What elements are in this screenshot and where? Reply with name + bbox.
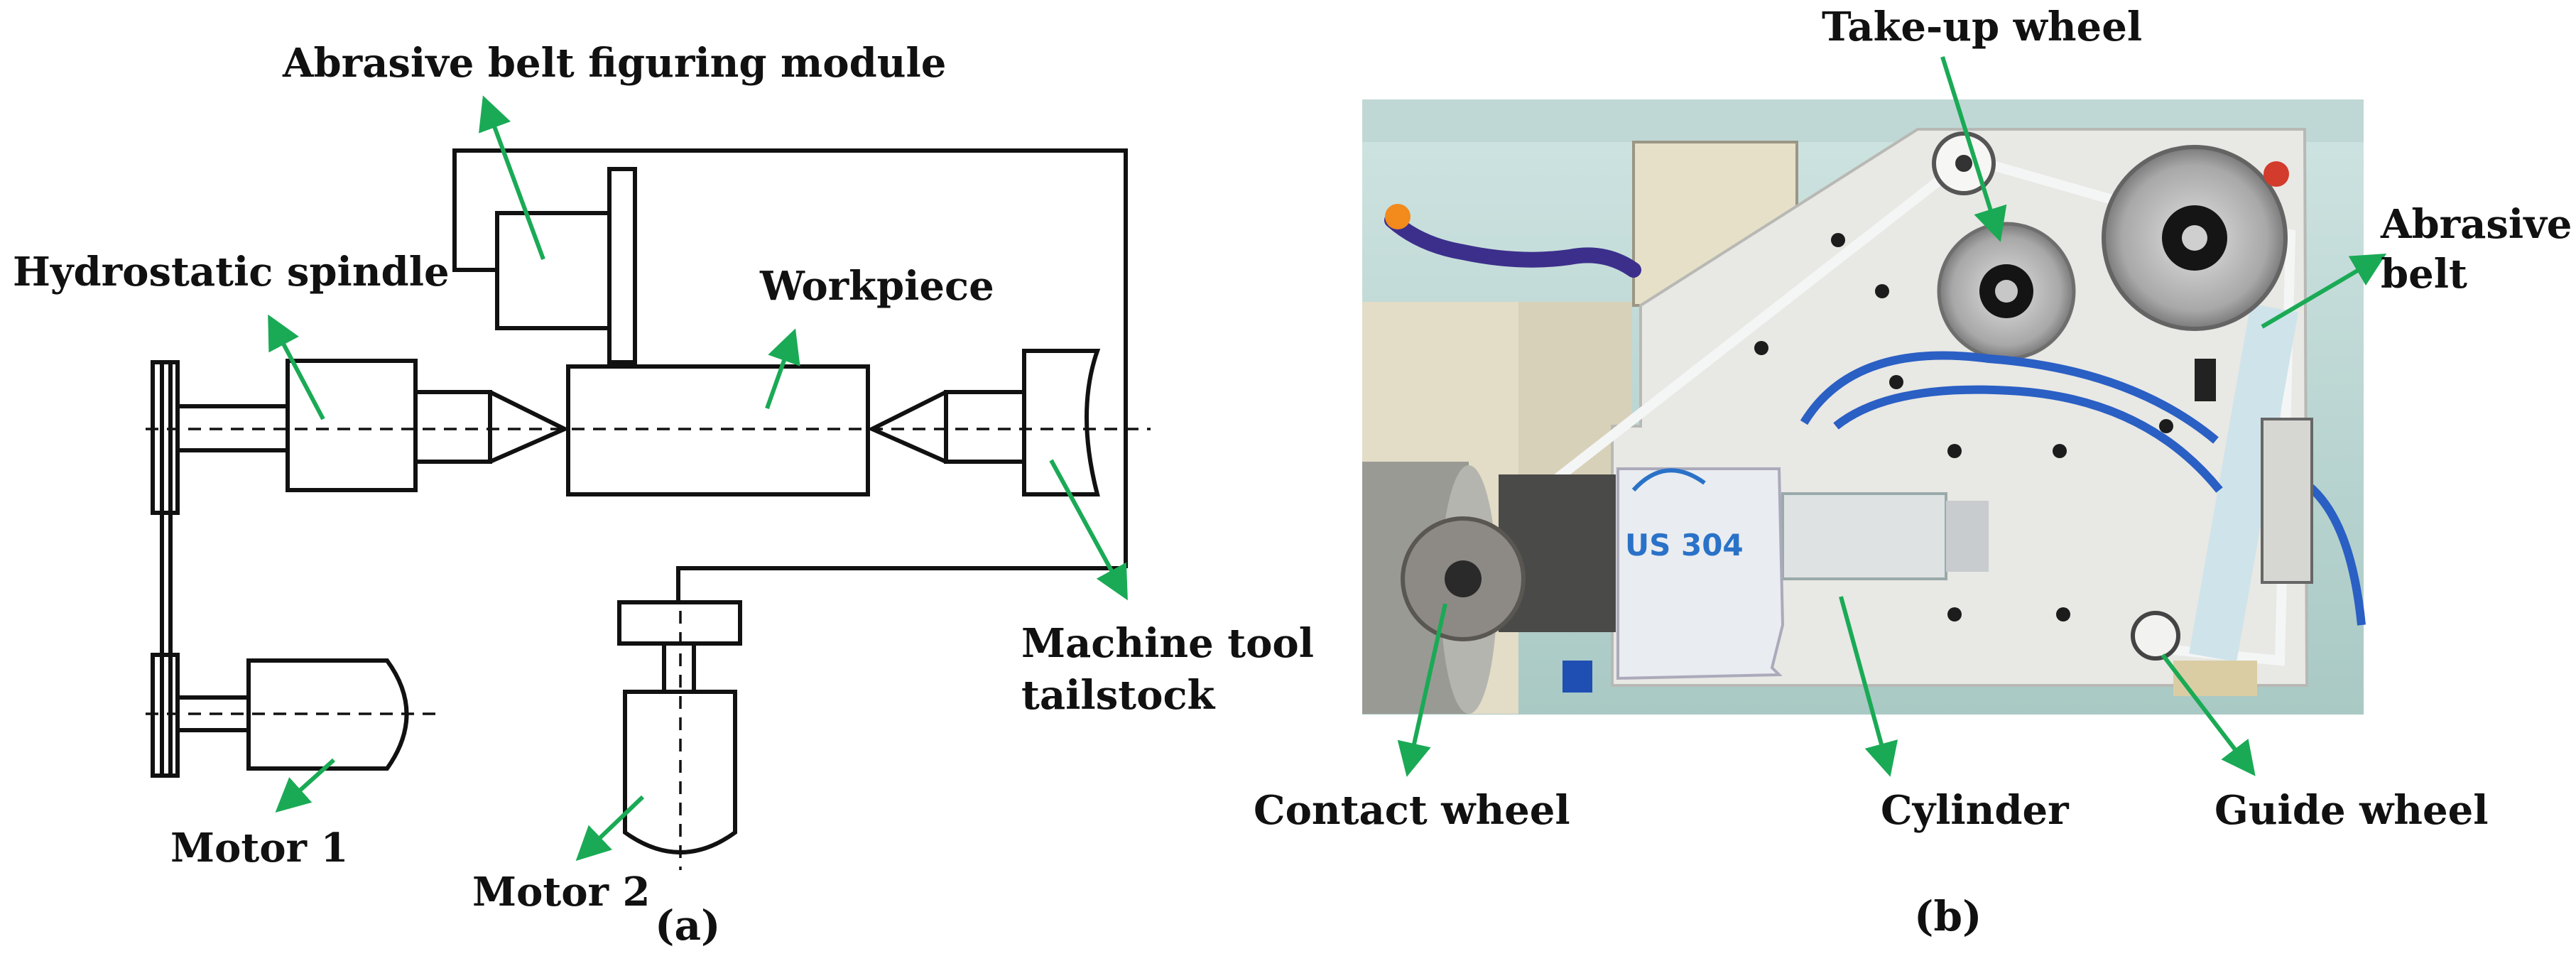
label-figuring-module: Abrasive belt figuring module	[282, 40, 946, 87]
arrow-spindle	[268, 314, 325, 420]
plate-text: US 304	[1625, 528, 1744, 563]
label-tailstock-line1: Machine tool	[1021, 620, 1314, 667]
tailstock-center	[866, 390, 947, 464]
caption-b: (b)	[1914, 892, 1982, 940]
arrow-cylinder	[1839, 596, 1898, 777]
red-knob	[2263, 161, 2289, 187]
photo-panel-b: US 304 Take-up wheel Abrasive belt Conta…	[1254, 4, 2572, 940]
pulley-lower	[151, 653, 180, 778]
label-guide-wheel: Guide wheel	[2214, 787, 2489, 834]
arrow-motor2	[575, 795, 645, 862]
plate-holes	[1754, 233, 2173, 621]
tailstock-body	[1022, 349, 1101, 496]
abrasive-belt-path	[1502, 155, 2296, 666]
pulley-upper	[151, 360, 180, 515]
label-motor1: Motor 1	[170, 825, 349, 872]
pneumatic-hose-1	[1800, 351, 2219, 444]
label-motor2: Motor 2	[472, 869, 651, 916]
label-abrasive-belt-line1: Abrasive	[2380, 201, 2572, 248]
arrow-contact-wheel	[1397, 603, 1447, 777]
coolant-hose	[1384, 212, 1641, 278]
module-arm	[607, 167, 637, 364]
spindle-center	[489, 390, 570, 464]
cylinder-body	[1781, 492, 1947, 580]
module-frame-line	[452, 148, 1128, 568]
schematic-panel-a: Abrasive belt figuring module Hydrostati…	[13, 40, 1314, 950]
arrow-takeup-wheel	[1940, 56, 2007, 242]
hydrostatic-spindle-box	[286, 359, 418, 492]
arrow-tailstock	[1049, 459, 1128, 601]
label-tailstock-line2: tailstock	[1021, 672, 1216, 719]
label-workpiece: Workpiece	[759, 263, 994, 310]
label-takeup-wheel: Take-up wheel	[1822, 4, 2142, 50]
workpiece-box	[566, 364, 870, 496]
arrow-figuring-module	[479, 95, 545, 261]
motor1-body	[246, 658, 409, 771]
label-cylinder: Cylinder	[1881, 787, 2070, 834]
label-hydrostatic-spindle: Hydrostatic spindle	[13, 249, 450, 295]
abrasive-belt-strip	[2189, 303, 2298, 662]
valve-block	[2261, 418, 2313, 584]
pneumatic-hose-2	[1833, 385, 2223, 493]
spindle-nose	[413, 390, 492, 464]
guide-wheel	[2131, 611, 2180, 661]
us304-plate	[1616, 467, 1785, 680]
arrow-abrasive-belt	[2261, 253, 2387, 329]
arrow-motor1	[275, 758, 336, 813]
arrow-workpiece	[765, 328, 800, 410]
motor2-body	[623, 690, 737, 854]
label-contact-wheel: Contact wheel	[1254, 787, 1570, 834]
tailstock-quill	[944, 390, 1026, 464]
arrow-guide-wheel	[2161, 653, 2256, 776]
motor2-shaft	[662, 641, 696, 694]
motor2-connector	[676, 566, 1126, 602]
figuring-module-box	[495, 211, 612, 330]
label-abrasive-belt-line2: belt	[2381, 251, 2467, 298]
caption-a: (a)	[655, 901, 720, 950]
